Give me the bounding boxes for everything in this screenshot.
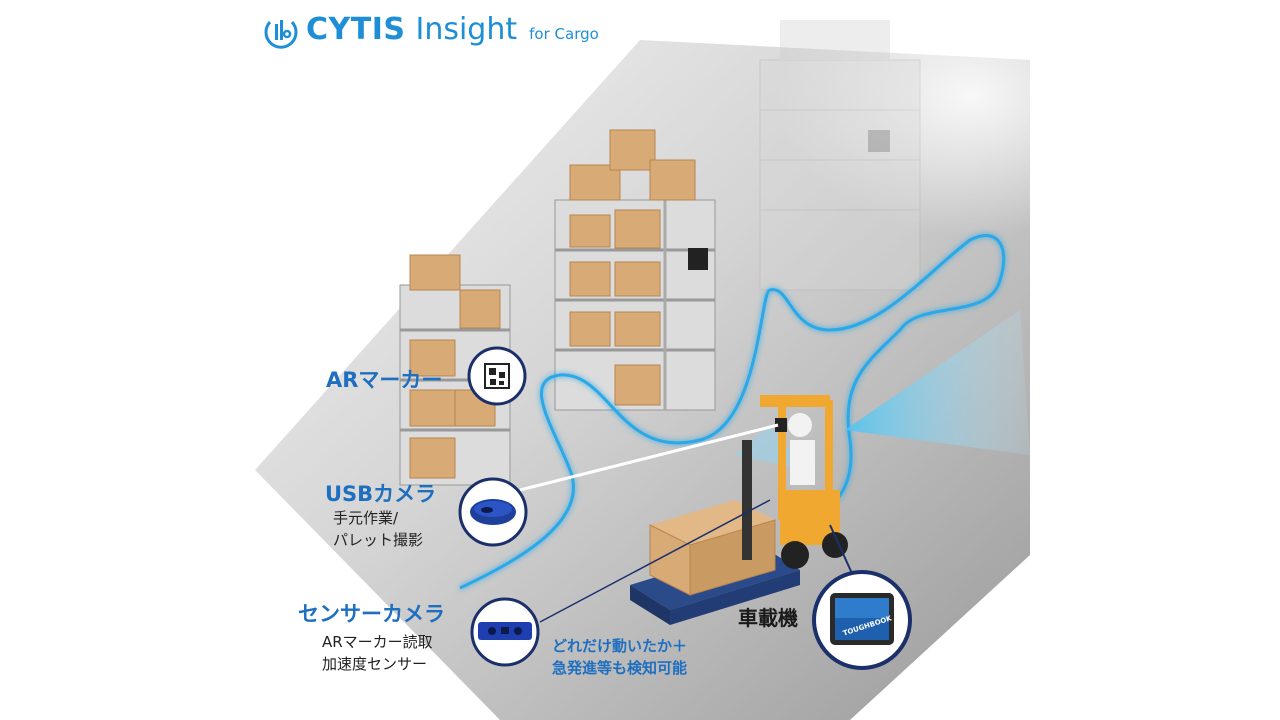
far-shelf [759,20,921,291]
logo-brand: CYTIS [306,12,406,47]
sensor-camera-title: センサーカメラ [298,602,445,626]
sensor-camera-callout [470,597,540,667]
usb-camera-desc-1: 手元作業/ [333,509,399,527]
ar-marker-title: ARマーカー [326,368,443,392]
sensor-camera-desc-1: ARマーカー読取 [322,633,433,651]
usb-camera-callout [458,477,528,547]
sensor-camera-connector [539,499,771,623]
vehicle-device-title: 車載機 [738,606,798,630]
logo-sub: for Cargo [529,25,599,43]
sensor-camera-desc-2: 加速度センサー [322,655,428,673]
forklift [742,395,848,569]
pallet-load [630,500,800,625]
detection-note-line1: どれだけ動いたか＋ [552,637,688,655]
cytis-mark-icon [264,20,298,49]
usb-camera-title: USBカメラ [325,482,437,506]
cytis-logo: CYTIS Insight for Cargo [262,12,599,49]
floor-fade [640,40,1030,320]
middle-shelf [554,129,716,411]
vehicle-device-connector [829,524,856,581]
usb-camera-connector [519,423,779,492]
detection-note-line2: 急発進等も検知可能 [552,659,688,677]
travel-path [459,234,1006,590]
usb-camera-beam [735,425,805,470]
vehicle-device-callout [812,570,912,670]
logo-product: Insight [415,12,518,47]
sensor-beam [845,310,1030,455]
usb-camera-desc-2: パレット撮影 [333,531,424,549]
ar-marker-callout [467,346,527,406]
